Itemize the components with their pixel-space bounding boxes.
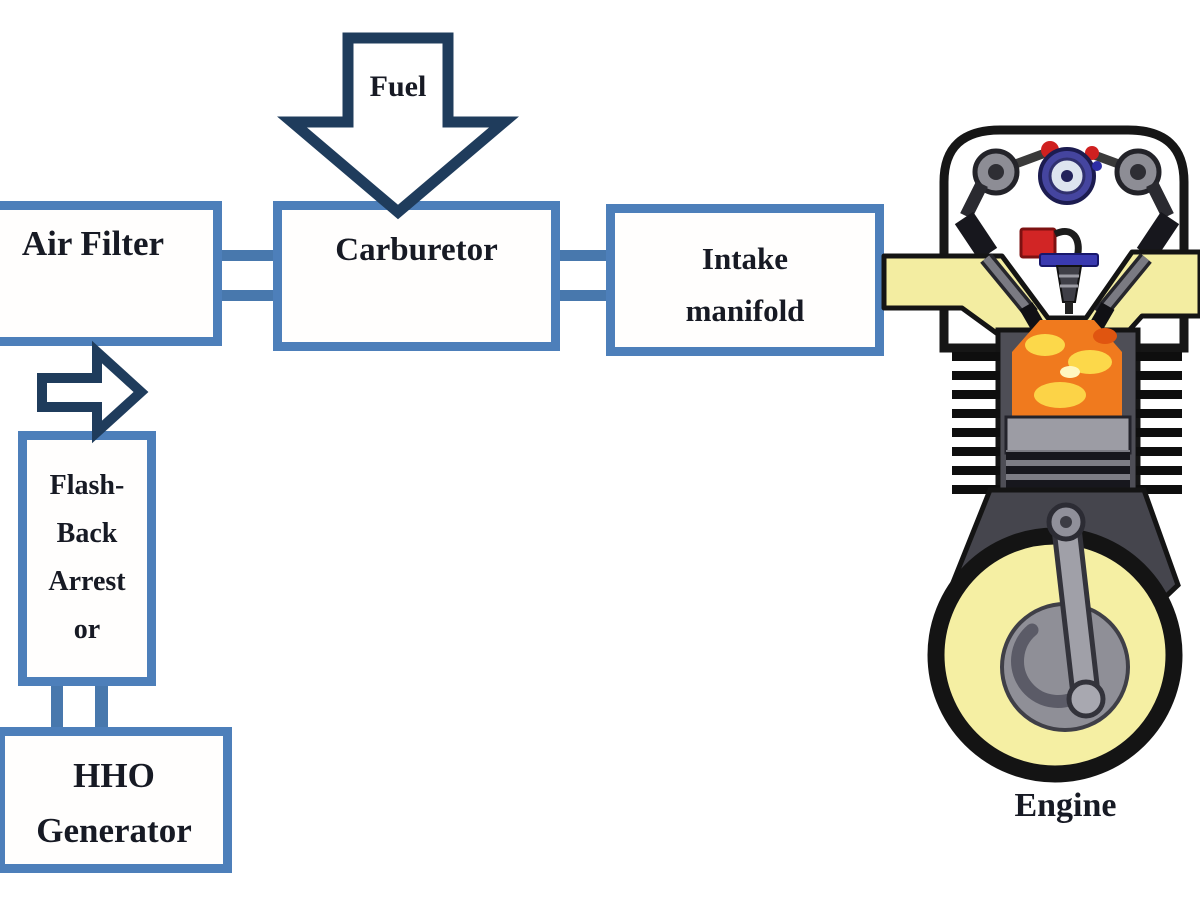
engine-valve-arm-right: [1146, 181, 1174, 219]
engine-rocker-left-hub: [988, 164, 1004, 180]
box-flashback-arrestor: Flash- Back Arrest or: [18, 431, 156, 686]
engine-cooling-fins-left: [952, 352, 1000, 494]
connector-airfilter-carburetor-top: [220, 250, 275, 261]
engine-valve-arm-left: [960, 181, 988, 219]
engine-crank-pin: [1066, 679, 1106, 719]
hho-label-line2: Generator: [36, 811, 192, 850]
flashback-label-line3: Arrest: [48, 566, 126, 597]
engine-spark-plug-tip: [1065, 302, 1073, 314]
intake-manifold-label-line1: Intake: [701, 241, 789, 276]
box-intake-manifold: Intake manifold: [606, 204, 884, 356]
engine-piston-pin-center: [1060, 516, 1072, 528]
hho-label-line1: HHO: [73, 756, 155, 795]
engine-valve-stem-left: [982, 255, 1036, 317]
fuel-arrow-label: Fuel: [369, 70, 427, 103]
connector-airfilter-carburetor-bottom: [220, 290, 275, 301]
carburetor-label: Carburetor: [335, 232, 498, 268]
engine-red-fitting-right: [1085, 146, 1099, 160]
engine-piston-rings: [1006, 452, 1130, 488]
engine-illustration: [881, 125, 1200, 783]
engine-valve-collar-left: [954, 211, 998, 261]
box-carburetor: Carburetor: [273, 201, 560, 351]
intake-manifold-label-line2: manifold: [685, 293, 805, 328]
engine-blue-fitting: [1092, 161, 1102, 171]
connector-arrestor-hho-right: [95, 683, 108, 729]
box-hho-generator: HHO Generator: [0, 727, 232, 873]
engine-conrod: [1056, 514, 1096, 708]
engine-valve-stem-right: [1096, 255, 1150, 317]
engine-rocker-right-hub: [1130, 164, 1146, 180]
engine-ignition-coil: [1019, 227, 1057, 259]
engine-piston-crown: [1004, 415, 1132, 455]
flashback-label-line2: Back: [56, 518, 118, 549]
engine-combustion-flame: [1012, 320, 1122, 420]
connector-carburetor-intake-top: [558, 250, 608, 261]
engine-label: Engine: [1014, 787, 1117, 824]
connector-arrestor-hho-left: [51, 683, 63, 729]
engine-sprocket-hub: [1061, 170, 1073, 182]
flashback-label-line4: or: [73, 614, 101, 645]
flow-right-arrow-icon: [37, 340, 149, 444]
engine-cooling-fins-right: [1136, 352, 1182, 494]
box-air-filter: Air Filter: [0, 201, 222, 346]
engine-plug-bar: [1039, 253, 1099, 267]
air-filter-label: Air Filter: [21, 224, 165, 263]
connector-carburetor-intake-bottom: [558, 290, 608, 301]
flashback-label-line1: Flash-: [49, 470, 125, 501]
fuel-down-arrow-icon: [277, 32, 519, 220]
engine-valve-collar-right: [1136, 211, 1180, 261]
